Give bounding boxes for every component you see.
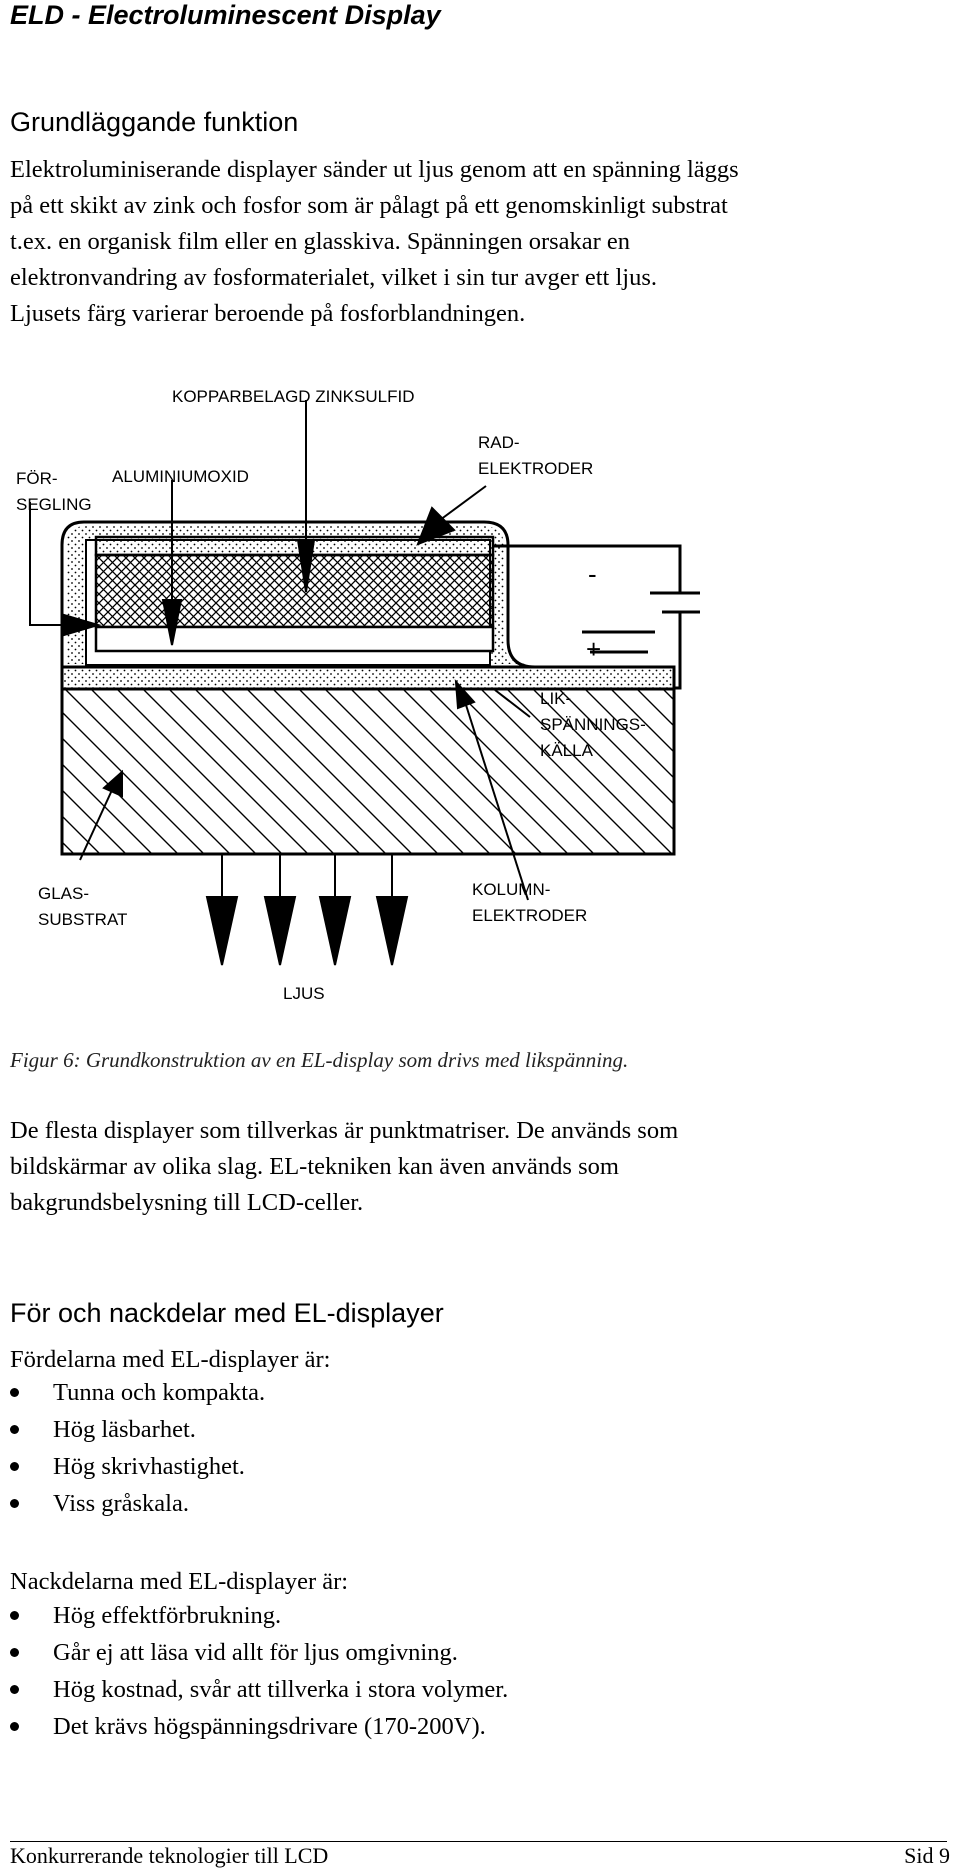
section-heading-grundlaggande: Grundläggande funktion — [10, 107, 299, 137]
list-item: Hög kostnad, svår att tillverka i stora … — [0, 1671, 508, 1708]
paragraph-line: De flesta displayer som tillverkas är pu… — [10, 1117, 679, 1144]
advantages-list: Tunna och kompakta. Hög läsbarhet. Hög s… — [0, 1374, 265, 1522]
disadvantages-lead: Nackdelarna med EL-displayer är: — [10, 1568, 349, 1595]
intro-line: t.ex. en organisk film eller en glasskiv… — [10, 228, 631, 255]
list-item: Hög läsbarhet. — [0, 1411, 265, 1448]
document-title: ELD - Electroluminescent Display — [10, 0, 441, 30]
list-item: Går ej att läsa vid allt för ljus omgivn… — [0, 1634, 508, 1671]
advantages-lead: Fördelarna med EL-displayer är: — [10, 1346, 331, 1373]
section-heading-for-nackdelar: För och nackdelar med EL-displayer — [10, 1298, 444, 1328]
bullet-icon — [10, 1425, 19, 1434]
list-item: Hög effektförbrukning. — [0, 1597, 508, 1634]
label-rad-2: ELEKTRODER — [478, 459, 593, 478]
intro-line: Ljusets färg varierar beroende på fosfor… — [10, 300, 526, 327]
label-lik-3: KÄLLA — [540, 741, 594, 760]
intro-line: elektronvandring av fosformaterialet, vi… — [10, 264, 658, 291]
list-item: Tunna och kompakta. — [0, 1374, 265, 1411]
page-number: Sid 9 — [904, 1843, 950, 1868]
light-arrows — [205, 855, 409, 966]
label-lik-2: SPÄNNINGS- — [540, 715, 646, 734]
intro-line: Elektroluminiserande displayer sänder ut… — [10, 156, 739, 183]
disadvantages-list: Hög effektförbrukning. Går ej att läsa v… — [0, 1597, 508, 1745]
eld-construction-diagram: KOPPARBELAGD ZINKSULFID RAD- ELEKTRODER … — [16, 387, 700, 1003]
label-lik-1: LIK- — [540, 689, 571, 708]
label-minus: - — [588, 559, 597, 589]
list-item: Viss gråskala. — [0, 1485, 265, 1522]
footer-rule — [10, 1841, 947, 1842]
leader-lines — [29, 400, 531, 901]
label-glas-1: GLAS- — [38, 884, 89, 903]
paragraph-two: De flesta displayer som tillverkas är pu… — [10, 1113, 945, 1221]
label-plus: + — [586, 634, 601, 664]
label-kolumn-1: KOLUMN- — [472, 880, 550, 899]
footer-title: Konkurrerande teknologier till LCD — [10, 1843, 329, 1868]
intro-paragraph: Elektroluminiserande displayer sänder ut… — [10, 152, 945, 332]
paragraph-line: bildskärmar av olika slag. EL-tekniken k… — [10, 1153, 619, 1180]
figure-caption: Figur 6: Grundkonstruktion av en EL-disp… — [10, 1048, 629, 1072]
bullet-icon — [10, 1648, 19, 1657]
label-kopparbelagd: KOPPARBELAGD ZINKSULFID — [172, 387, 414, 406]
intro-line: på ett skikt av zink och fosfor som är p… — [10, 192, 728, 219]
label-rad-1: RAD- — [478, 433, 520, 452]
column-electrodes — [60, 665, 676, 691]
bullet-icon — [10, 1462, 19, 1471]
bullet-icon — [10, 1611, 19, 1620]
label-glas-2: SUBSTRAT — [38, 910, 127, 929]
bullet-icon — [10, 1685, 19, 1694]
paragraph-line: bakgrundsbelysning till LCD-celler. — [10, 1189, 364, 1216]
row-electrodes — [94, 535, 495, 557]
label-aluminiumoxid: ALUMINIUMOXID — [112, 467, 249, 486]
label-for-1: FÖR- — [16, 469, 58, 488]
dc-source — [493, 544, 700, 690]
bullet-icon — [10, 1722, 19, 1731]
insulator-layer — [94, 625, 495, 653]
label-for-2: SEGLING — [16, 495, 92, 514]
list-item: Hög skrivhastighet. — [0, 1448, 265, 1485]
phosphor-layer — [94, 553, 495, 629]
label-ljus: LJUS — [283, 984, 325, 1003]
glass-substrate — [60, 687, 676, 856]
list-item: Det krävs högspänningsdrivare (170-200V)… — [0, 1708, 508, 1745]
label-kolumn-2: ELEKTRODER — [472, 906, 587, 925]
bullet-icon — [10, 1388, 19, 1397]
bullet-icon — [10, 1499, 19, 1508]
